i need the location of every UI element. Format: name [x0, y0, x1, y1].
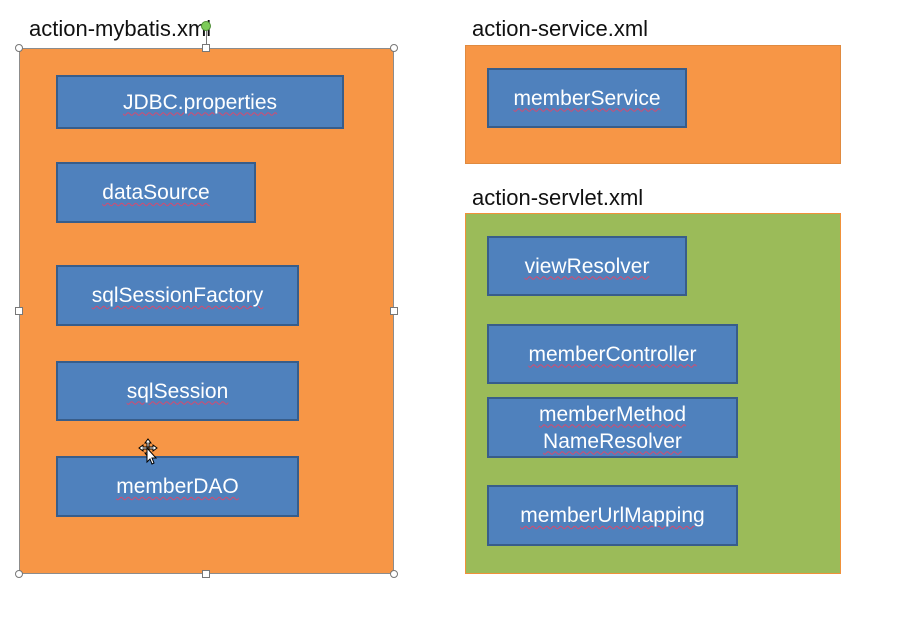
resize-handle-bottom-left[interactable]	[15, 570, 23, 578]
bean-label: JDBC.properties	[122, 90, 278, 114]
bean-memberurlmapping[interactable]: memberUrlMapping	[487, 485, 738, 546]
bean-sqlsession[interactable]: sqlSession	[56, 361, 299, 421]
resize-handle-left[interactable]	[15, 307, 23, 315]
resize-handle-right[interactable]	[390, 307, 398, 315]
bean-jdbc-properties[interactable]: JDBC.properties	[56, 75, 344, 129]
resize-handle-bottom[interactable]	[202, 570, 210, 578]
bean-label: sqlSessionFactory	[91, 284, 264, 307]
resize-handle-top[interactable]	[202, 44, 210, 52]
bean-membermethodnameresolver[interactable]: memberMethod NameResolver	[487, 397, 738, 458]
bean-label: memberMethod NameResolver	[538, 402, 687, 453]
bean-memberservice[interactable]: memberService	[487, 68, 687, 128]
panel-title-service: action-service.xml	[472, 16, 649, 41]
resize-handle-top-left[interactable]	[15, 44, 23, 52]
rotate-stem	[206, 29, 207, 44]
bean-label: memberDAO	[116, 475, 239, 498]
panel-title-servlet: action-servlet.xml	[472, 185, 644, 210]
bean-memberdao[interactable]: memberDAO	[56, 456, 299, 517]
rotate-handle[interactable]	[201, 21, 211, 31]
bean-sqlsessionfactory[interactable]: sqlSessionFactory	[56, 265, 299, 326]
bean-viewresolver[interactable]: viewResolver	[487, 236, 687, 296]
resize-handle-top-right[interactable]	[390, 44, 398, 52]
bean-label: memberUrlMapping	[520, 504, 705, 527]
bean-datasource[interactable]: dataSource	[56, 162, 256, 223]
bean-label: dataSource	[102, 181, 210, 204]
bean-label: memberController	[528, 342, 697, 366]
bean-label: viewResolver	[524, 254, 650, 278]
bean-label: sqlSession	[126, 379, 229, 403]
bean-label: memberService	[513, 86, 661, 110]
panel-title-mybatis: action-mybatis.xml	[29, 16, 212, 41]
move-cursor-icon	[138, 438, 158, 465]
bean-membercontroller[interactable]: memberController	[487, 324, 738, 384]
resize-handle-bottom-right[interactable]	[390, 570, 398, 578]
